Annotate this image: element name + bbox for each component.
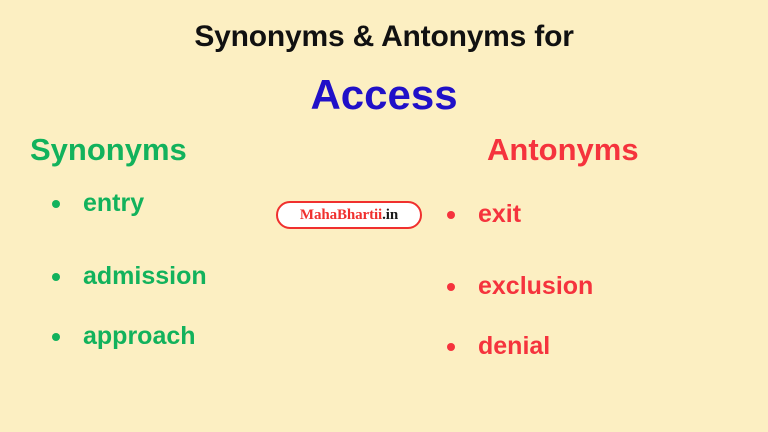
antonym-label: exclusion	[478, 272, 594, 300]
watermark-tld: .in	[382, 206, 399, 223]
synonym-label: approach	[83, 322, 196, 350]
antonyms-list: exit exclusion denial	[447, 202, 593, 359]
synonyms-heading: Synonyms	[30, 132, 187, 167]
synonym-label: entry	[83, 189, 145, 217]
list-item: entry	[52, 191, 207, 216]
synonyms-list: entry admission approach	[52, 191, 207, 349]
list-item: approach	[52, 324, 207, 349]
page-title: Synonyms & Antonyms for	[194, 20, 574, 53]
bullet-icon	[52, 272, 60, 281]
list-item: exit	[447, 202, 593, 227]
synonym-label: admission	[83, 262, 207, 290]
list-item: admission	[52, 264, 207, 289]
list-item: exclusion	[447, 274, 593, 299]
watermark-name: MahaBhartii	[299, 206, 383, 223]
antonym-label: denial	[478, 332, 551, 360]
bullet-icon	[52, 332, 60, 341]
antonym-label: exit	[478, 200, 522, 228]
bullet-icon	[447, 210, 455, 219]
antonyms-heading: Antonyms	[487, 132, 639, 167]
list-item: denial	[447, 334, 593, 359]
bullet-icon	[447, 282, 455, 291]
bullet-icon	[447, 342, 455, 351]
headword: Access	[310, 71, 458, 118]
watermark-badge: MahaBhartii.in	[276, 201, 422, 229]
bullet-icon	[52, 199, 60, 208]
